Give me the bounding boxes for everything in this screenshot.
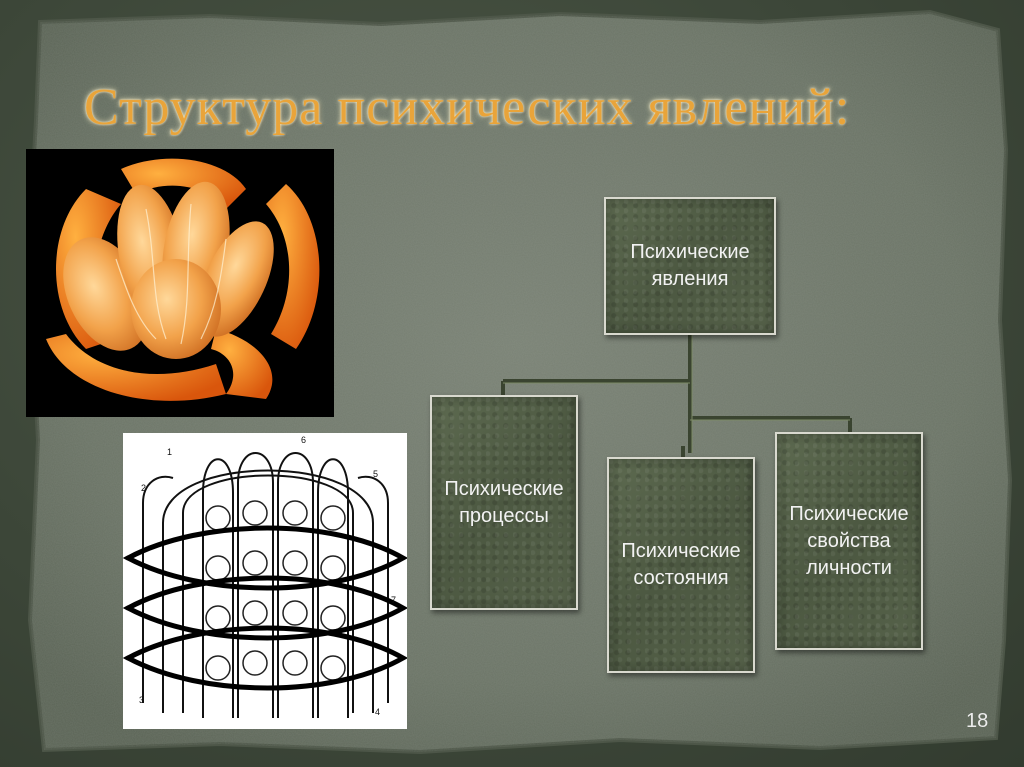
svg-text:6: 6	[301, 435, 306, 445]
child-node-mental-processes: Психические процессы	[430, 395, 578, 610]
svg-text:1: 1	[167, 447, 172, 457]
schematic-image: 1 2 3 4 5 6 7	[123, 433, 407, 729]
svg-text:5: 5	[373, 469, 378, 479]
svg-text:7: 7	[391, 595, 396, 605]
page-number: 18	[966, 710, 989, 732]
svg-text:4: 4	[375, 707, 380, 717]
child-node-mental-states: Психические состояния	[607, 457, 755, 673]
child-node-personality-traits: Психические свойства личности	[775, 432, 923, 650]
root-node-mental-phenomena: Психические явления	[604, 197, 776, 335]
orange-image	[26, 149, 334, 417]
svg-text:2: 2	[141, 483, 146, 493]
svg-text:3: 3	[139, 695, 144, 705]
slide-title: Структура психических явлений:	[84, 79, 851, 136]
